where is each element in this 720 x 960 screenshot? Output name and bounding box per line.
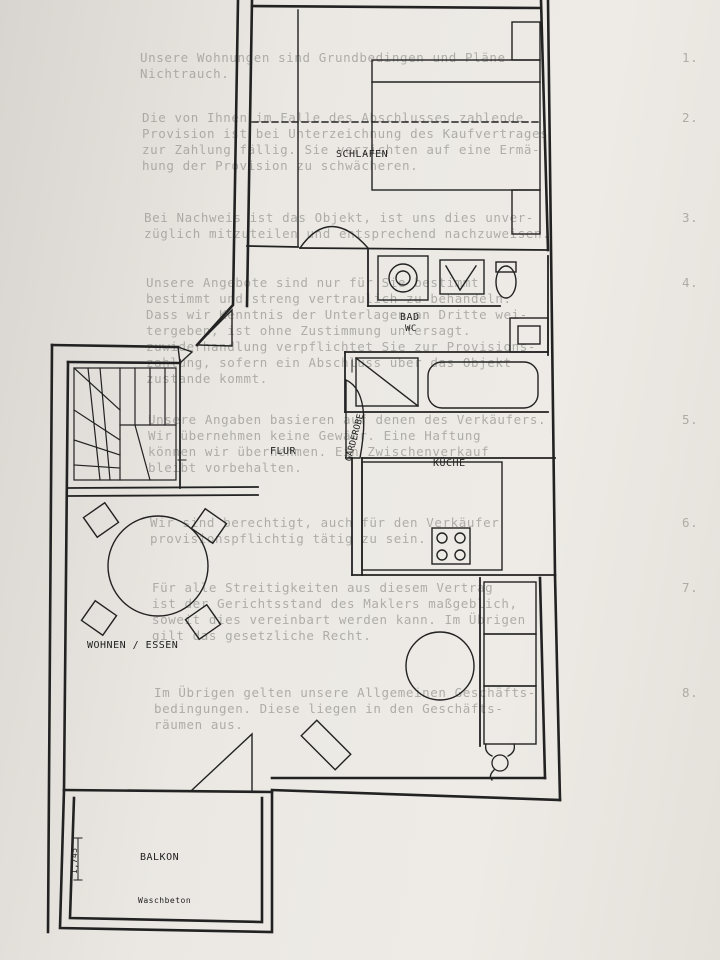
- balcony-outline: [58, 788, 274, 934]
- nightstand-2: [511, 189, 541, 235]
- show-through-line: bedingungen. Diese liegen in den Geschäf…: [154, 701, 504, 716]
- entry-door: [195, 308, 233, 347]
- dining-table-round: [107, 515, 209, 617]
- kitchen-counter: [361, 461, 503, 571]
- room-label-wohnen-essen: WOHNEN / ESSEN: [87, 640, 179, 651]
- balcony-material: Waschbeton: [138, 896, 192, 905]
- nightstand: [511, 21, 541, 61]
- living-balcony-wall: [62, 788, 274, 794]
- bedroom-wall-left: [195, 0, 240, 347]
- show-through-line: Im Übrigen gelten unsere Allgemeinen Ges…: [154, 685, 536, 700]
- toilet: [495, 265, 517, 299]
- bathroom-fixtures: [355, 255, 549, 409]
- bedroom-door-arc: [299, 225, 369, 249]
- right-lower-wall: [553, 573, 562, 802]
- room-label-bad: BAD: [400, 312, 420, 323]
- washbasin: [439, 259, 485, 295]
- washing-machine-drum: [388, 263, 418, 293]
- show-through-line: können wir übernehmen. Ein Zwischenverka…: [148, 444, 490, 459]
- show-through-line: Wir sind berechtigt, auch für den Verkäu…: [150, 515, 500, 530]
- show-through-number: 4.: [682, 275, 699, 290]
- show-through-number: 7.: [682, 580, 699, 595]
- show-through-line: ist der Gerichtsstand des Maklers maßgeb…: [152, 596, 518, 611]
- outer-walls: [46, 0, 562, 934]
- show-through-line: soweit dies vereinbart werden kann. Im Ü…: [152, 612, 526, 627]
- room-label-flur: FLUR: [270, 446, 297, 457]
- bedroom-wall-bottom-2: [246, 245, 299, 248]
- show-through-number: 2.: [682, 110, 699, 125]
- show-through-line: Unsere Angaben basieren auf denen des Ve…: [148, 412, 547, 427]
- show-through-line: Wir übernehmen keine Gewähr. Eine Haftun…: [148, 428, 482, 443]
- show-through-line: tergeben, ist ohne Zustimmung untersagt.: [146, 323, 472, 338]
- kitchen-fixtures: [361, 461, 503, 571]
- right-lower-wall-inner: [538, 576, 547, 780]
- show-through-number: 8.: [682, 685, 699, 700]
- show-through-number: 6.: [682, 515, 699, 530]
- show-through-line: Nichtrauch.: [140, 66, 230, 81]
- show-through-line: hung der Provision zu schwächeren.: [142, 158, 419, 173]
- upper-right-wall-inner: [539, 0, 550, 252]
- bed: [371, 59, 541, 191]
- show-through-line: bleibt vorbehalten.: [148, 460, 303, 475]
- hall-wall-top: [50, 343, 180, 349]
- show-through-number: 3.: [682, 210, 699, 225]
- doors: [177, 308, 253, 791]
- show-through-number: 5.: [682, 412, 699, 427]
- vent-shaft: [509, 317, 549, 353]
- hall-door: [177, 345, 194, 365]
- balcony-outline-inner: [68, 796, 264, 924]
- show-through-line: zur Zahlung fällig. Sie verzichten auf e…: [142, 142, 541, 157]
- plant: [484, 743, 516, 781]
- staircase: [73, 367, 177, 481]
- show-through-line: bestimmt und streng vertraulich zu behan…: [146, 291, 512, 306]
- interior-walls: [67, 245, 556, 747]
- living-wall-bottom: [270, 788, 562, 802]
- show-through-number: 1.: [682, 50, 699, 65]
- armchair: [300, 719, 352, 771]
- show-through-line: Unsere Wohnungen sind Grundbedingen und …: [140, 50, 506, 65]
- room-label-kueche: KÜCHE: [433, 458, 466, 469]
- bathtub: [427, 361, 539, 409]
- show-through-line: Dass wir Kenntnis der Unterlagen an Drit…: [146, 307, 528, 322]
- upper-right-wall: [546, 0, 557, 577]
- living-wall-left-inner: [62, 360, 70, 792]
- washing-machine: [377, 255, 429, 301]
- balcony-door: [191, 732, 253, 791]
- garderobe-alcove: [345, 378, 365, 459]
- bedroom-furniture: [251, 9, 542, 249]
- show-through-line: zahlung, sofern ein Abschluss über das O…: [146, 355, 512, 370]
- hall-wall-top-inner: [66, 360, 182, 365]
- dining-table-round-2: [405, 631, 475, 701]
- dining-set-left: [80, 501, 228, 641]
- room-label-wc: WC: [405, 324, 417, 334]
- show-through-line: zuwiderhandlung verpflichtet Sie zur Pro…: [146, 339, 537, 354]
- show-through-line: Provision ist bei Unterzeichnung des Kau…: [142, 126, 549, 141]
- show-through-line: räumen aus.: [154, 717, 244, 732]
- balcony-dimension: 1,745: [70, 847, 79, 874]
- show-through-line: gilt das gesetzliche Recht.: [152, 628, 372, 643]
- show-through-line: Bei Nachweis ist das Objekt, ist uns die…: [144, 210, 535, 225]
- show-through-line: züglich mitzuteilen und entsprechend nac…: [144, 226, 551, 241]
- living-wall-left: [46, 343, 54, 934]
- room-label-schlafen: SCHLAFEN: [336, 149, 389, 160]
- bedroom-wall-top: [250, 4, 543, 10]
- stove: [431, 527, 471, 565]
- bedroom-wall-bottom: [299, 247, 549, 251]
- bedroom-wall-left-inner: [245, 0, 254, 308]
- show-through-line: Für alle Streitigkeiten aus diesem Vertr…: [152, 580, 494, 595]
- shower-tray: [355, 357, 419, 407]
- hall-divider: [67, 486, 259, 489]
- dining-set-right: [405, 581, 537, 745]
- room-label-balkon: BALKON: [140, 852, 180, 863]
- hall-divider-2: [67, 494, 259, 497]
